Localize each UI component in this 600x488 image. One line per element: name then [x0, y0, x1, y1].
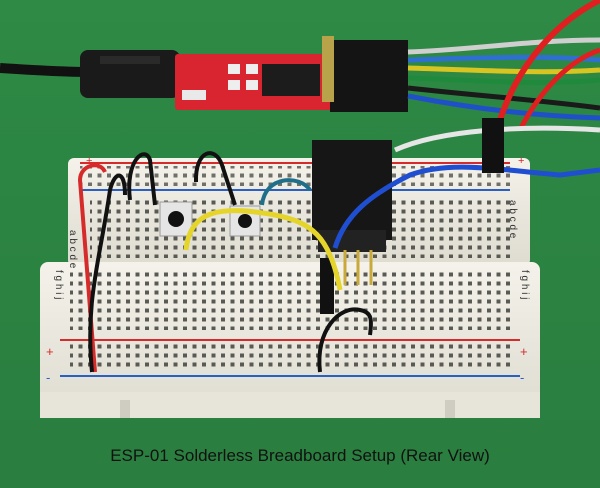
minus-sign-right: -: [520, 370, 524, 385]
usb-chip: [262, 64, 320, 96]
minus-sign-left: -: [46, 370, 50, 385]
photo-caption: ESP-01 Solderless Breadboard Setup (Rear…: [110, 446, 490, 465]
plus-sign-left: +: [46, 344, 54, 359]
usb-cable: [0, 63, 91, 77]
plus-sign-top-right: +: [518, 155, 524, 167]
row-labels-bottom-right: f g h i j: [519, 270, 530, 299]
row-labels-top-right: a b c d e: [507, 200, 518, 239]
row-labels-top: a b c d e: [67, 230, 78, 269]
row-labels-bottom: f g h i j: [53, 270, 64, 299]
jumper-housing: [482, 118, 504, 173]
plus-sign-right: +: [520, 344, 528, 359]
plus-sign-top-left: +: [86, 155, 92, 167]
header-connector: [330, 40, 408, 112]
